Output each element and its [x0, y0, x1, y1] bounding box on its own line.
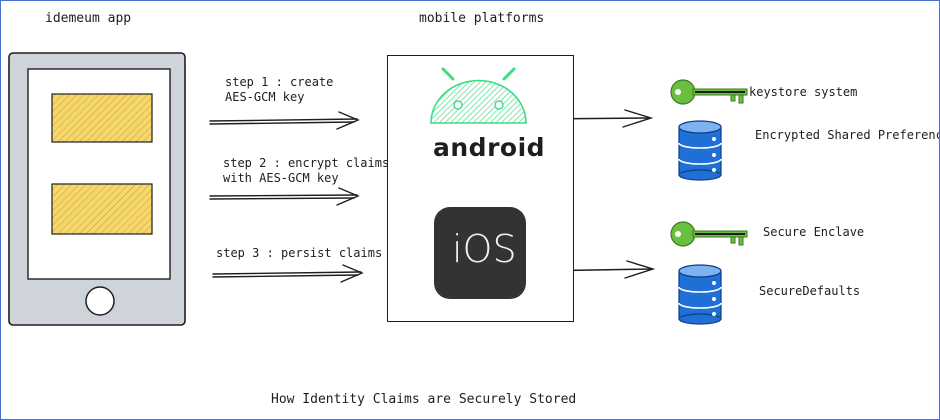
platforms-heading: mobile platforms — [419, 11, 545, 26]
screen-card-top — [51, 93, 153, 143]
step-3-label: step 3 : persist claims — [216, 246, 383, 260]
android-label: android — [433, 133, 546, 162]
key-icon — [670, 79, 748, 105]
step-2-arrow — [209, 187, 360, 206]
screen-card-bottom — [51, 183, 153, 235]
database-icon — [678, 264, 722, 325]
home-button-icon — [85, 286, 115, 316]
key-icon — [670, 221, 748, 247]
app-heading: idemeum app — [45, 11, 132, 26]
step-1-arrow — [209, 111, 360, 130]
android-key-label: keystore system — [749, 85, 858, 99]
diagram-caption: How Identity Claims are Securely Stored — [271, 392, 577, 407]
ios-label: iOS — [452, 227, 517, 271]
ios-tile-icon: iOS — [434, 207, 526, 299]
database-icon — [678, 120, 722, 181]
phone-illustration — [8, 52, 186, 326]
ios-key-label: Secure Enclave — [763, 225, 865, 239]
ios-db-label: SecureDefaults — [759, 284, 861, 298]
android-db-label: Encrypted Shared Preference — [755, 128, 940, 142]
android-robot-icon — [430, 67, 527, 124]
step-3-arrow — [212, 264, 364, 283]
